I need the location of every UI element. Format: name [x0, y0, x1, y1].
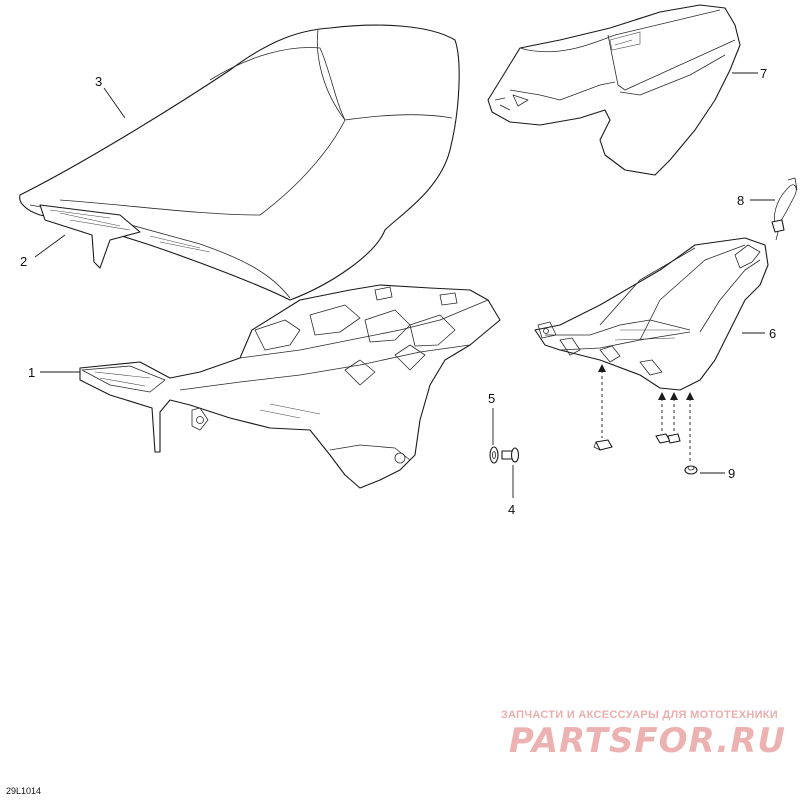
- callout-2: 2: [20, 254, 27, 269]
- seat-cushion-part: [19, 24, 460, 301]
- top-cover-part: [487, 4, 741, 176]
- callout-4: 4: [508, 502, 515, 517]
- screw-part-4: [501, 447, 520, 463]
- callout-8: 8: [737, 193, 744, 208]
- diagram-reference-code: 29L1014: [6, 786, 41, 796]
- leader-lines: [34, 72, 775, 498]
- watermark-caption: ЗАПЧАСТИ И АКСЕССУАРЫ ДЛЯ МОТОТЕХНИКИ: [501, 709, 778, 721]
- callout-6: 6: [769, 326, 776, 341]
- clip-nut-part: [655, 433, 681, 444]
- callout-7: 7: [760, 66, 767, 81]
- latch-cable-part: [771, 177, 798, 241]
- callout-9: 9: [728, 466, 735, 481]
- washer-part-5: [489, 446, 499, 464]
- clip-nut-part: [684, 465, 698, 475]
- watermark: ЗАПЧАСТИ И АКСЕССУАРЫ ДЛЯ МОТОТЕХНИКИ PA…: [501, 709, 786, 761]
- callout-1: 1: [28, 365, 35, 380]
- clip-nut-part: [593, 439, 613, 451]
- storage-tray-part: [534, 237, 769, 391]
- callout-5: 5: [488, 391, 495, 406]
- watermark-logo: PARTSFOR.RU: [509, 721, 786, 761]
- seat-base-part: [79, 284, 501, 489]
- callout-labels: 1 2 3 4 5 6 7 8 9: [20, 66, 776, 517]
- callout-3: 3: [95, 74, 102, 89]
